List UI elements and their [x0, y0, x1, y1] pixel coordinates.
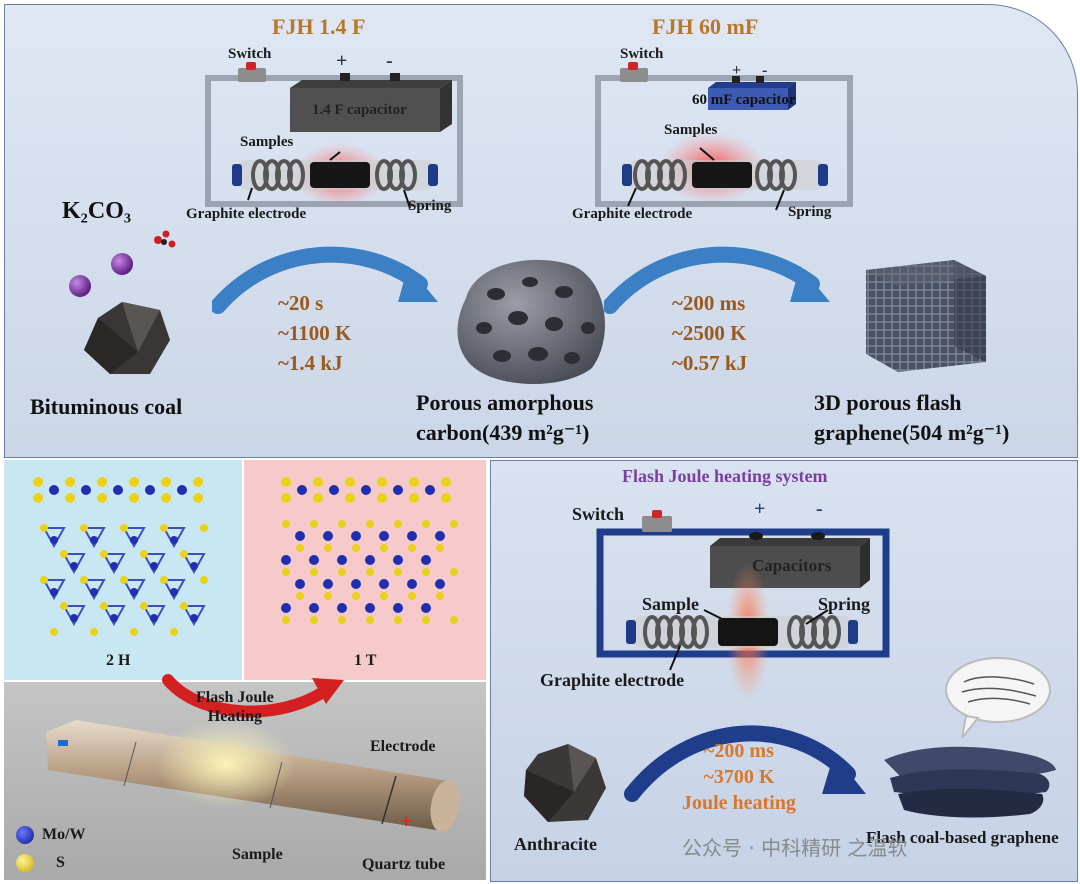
carbon-line2: carbon(439 m²g⁻¹) [416, 420, 590, 445]
label-1t: 1 T [354, 652, 377, 669]
curved-arrow-icon [162, 674, 344, 718]
carbon-line1: Porous amorphous [416, 390, 594, 415]
plus-label: + [754, 498, 766, 520]
fjh-conditions: ~200 ms ~3700 K Joule heating [682, 738, 796, 816]
anthracite-label: Anthracite [514, 834, 597, 854]
circuit-60mf [595, 62, 853, 211]
k2co3-label: K₂CO₃ [62, 198, 132, 224]
fjh-system-title: Flash Joule heating system [622, 466, 828, 486]
plus-label: + [336, 50, 348, 72]
circuit-1-4f [205, 62, 463, 209]
coal-k2co3-icon [69, 230, 176, 374]
step1-conditions: ~20 s ~1100 K ~1.4 kJ [278, 288, 351, 378]
capacitor-icon [290, 88, 440, 132]
quartz-tube-icon: + [46, 720, 460, 833]
arrow-icon [212, 246, 438, 314]
sample-label: Sample [232, 846, 283, 863]
sample-label: Sample [642, 594, 700, 614]
structure-1t [281, 477, 458, 624]
step1-time: ~20 s [278, 291, 324, 315]
step2-energy: ~0.57 kJ [672, 351, 748, 375]
label-2h: 2 H [106, 652, 131, 669]
legend-mow-label: Mo/W [42, 826, 86, 843]
flash-graphene-icon [884, 657, 1056, 818]
flash-line1: Flash Joule [196, 689, 274, 706]
step1-energy: ~1.4 kJ [278, 351, 343, 375]
capacitor-label: 60 mF capacitor [692, 92, 796, 108]
arrow-icon [624, 725, 866, 802]
switch-label: Switch [572, 504, 625, 524]
fjh-temp: ~3700 K [703, 766, 775, 788]
watermark: 公众号 · 中科精研 之温软 [682, 836, 908, 860]
spring-label: Spring [818, 594, 871, 614]
switch-icon [620, 68, 648, 82]
graphite-electrode-label: Graphite electrode [540, 670, 685, 690]
bituminous-coal-label: Bituminous coal [30, 394, 183, 419]
graphite-electrode-label: Graphite electrode [186, 206, 307, 222]
step2-time: ~200 ms [672, 291, 746, 315]
mow-legend-icon [16, 826, 34, 844]
capacitors-label: Capacitors [752, 556, 832, 575]
fjh-60mf-title: FJH 60 mF [652, 14, 759, 39]
graphene-cube-icon [866, 260, 986, 372]
spring-label: Spring [408, 198, 452, 214]
graphene-line1: 3D porous flash [814, 390, 962, 415]
fjh-1-4f-title: FJH 1.4 F [272, 14, 366, 39]
graphene-line2: graphene(504 m²g⁻¹) [814, 420, 1010, 445]
svg-text:+: + [400, 808, 413, 833]
capacitor-label: 1.4 F capacitor [312, 102, 407, 118]
samples-label: Samples [240, 134, 294, 150]
capacitor-icon [708, 88, 788, 110]
electrode-label: Electrode [370, 738, 436, 755]
porous-carbon-icon [457, 259, 605, 385]
switch-icon [238, 68, 266, 82]
graphite-electrode-label: Graphite electrode [572, 206, 693, 222]
switch-icon [642, 516, 672, 532]
arrow-icon [604, 246, 830, 314]
fjh-mode: Joule heating [682, 792, 796, 814]
minus-label: - [816, 498, 823, 520]
samples-label: Samples [664, 122, 718, 138]
step2-temp: ~2500 K [672, 321, 747, 345]
spring-label: Spring [788, 204, 832, 220]
switch-label: Switch [228, 46, 272, 62]
quartz-tube-label: Quartz tube [362, 856, 446, 873]
legend-s-label: S [56, 854, 65, 871]
step2-conditions: ~200 ms ~2500 K ~0.57 kJ [672, 288, 747, 378]
anthracite-icon [524, 744, 606, 822]
minus-label: - [762, 62, 768, 79]
switch-label: Switch [620, 46, 664, 62]
fjh-time: ~200 ms [704, 740, 774, 762]
s-legend-icon [16, 854, 34, 872]
flash-graphene-label: Flash coal-based graphene [866, 828, 1059, 847]
minus-label: - [386, 50, 393, 72]
structure-2h [33, 477, 208, 636]
circuit-fjh-system [596, 510, 890, 702]
step1-temp: ~1100 K [278, 321, 352, 345]
plus-label: + [732, 62, 742, 79]
